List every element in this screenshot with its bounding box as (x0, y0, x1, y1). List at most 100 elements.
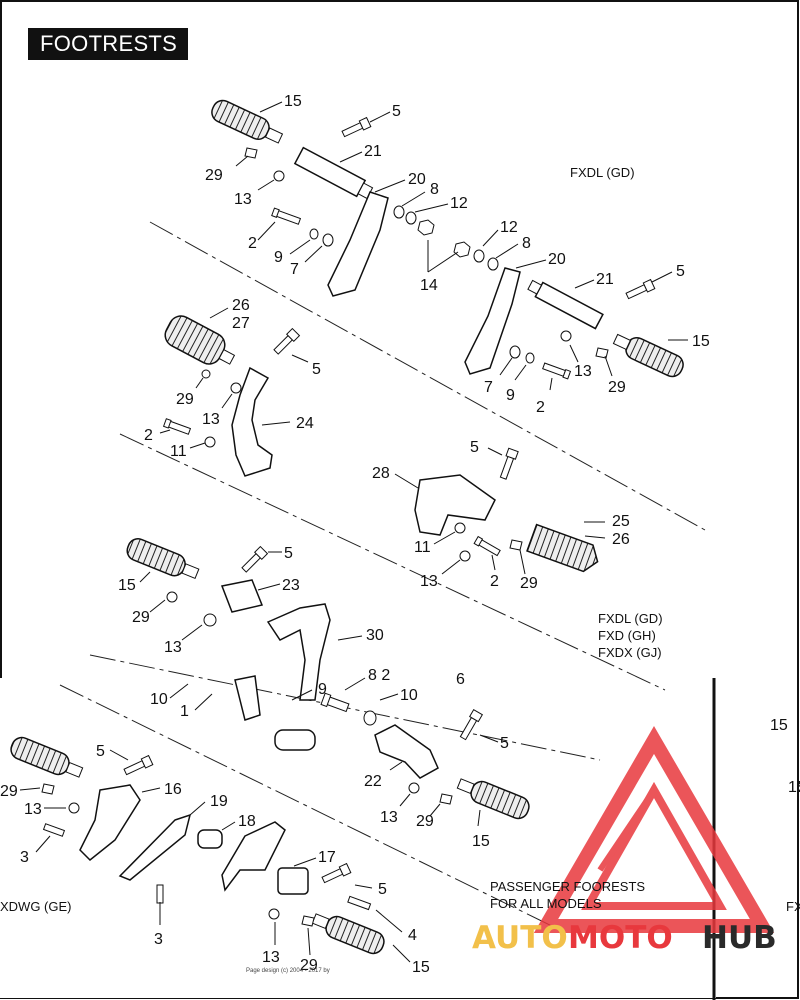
washer-29-top-left (244, 147, 258, 159)
footpeg-15-lower-center (311, 913, 385, 955)
bolt-2-middle-right (473, 535, 501, 557)
nut-14-top-right (453, 241, 471, 258)
callout-29-b: 29 (608, 379, 626, 396)
callout-26-b: 26 (612, 531, 630, 548)
callout-7-a: 7 (290, 261, 299, 278)
bolt-3-lower-left-a (42, 823, 66, 837)
callout-30: 30 (366, 627, 384, 644)
bolt-2-middle-left (162, 418, 192, 435)
watermark-logo (533, 726, 775, 933)
nut-13-top-left (273, 170, 285, 182)
callout-5-g: 5 (96, 743, 105, 760)
callout-15-edge: 15 (770, 717, 788, 734)
callout-29-e: 29 (132, 609, 150, 626)
callout-10-a: 10 (150, 691, 168, 708)
passenger-note-line-2: FOR ALL MODELS (490, 896, 602, 911)
washer-29-top-right (595, 347, 609, 359)
callout-29-d: 29 (520, 575, 538, 592)
callout-5-d: 5 (470, 439, 479, 456)
callout-11-b: 11 (414, 539, 431, 556)
callout-29-a: 29 (205, 167, 223, 184)
callout-21-a: 21 (364, 143, 382, 160)
washer-9-top-left (309, 228, 319, 240)
callout-27: 27 (232, 315, 250, 332)
bolt-5-lower-left (123, 754, 154, 776)
callout-15-c: 15 (118, 577, 136, 594)
nut-13-lower-middle (203, 613, 217, 627)
clevis-21-top-left (293, 146, 374, 200)
washer-7-top-right (509, 345, 521, 359)
callout-9-b: 9 (506, 387, 515, 404)
callout-13-b: 13 (574, 363, 592, 380)
washer-29-lower-right (439, 793, 453, 805)
callout-13-h: 13 (262, 949, 280, 966)
washer-12-top-left (405, 211, 417, 225)
callout-16: 16 (164, 781, 182, 798)
callout-13-d: 13 (420, 573, 438, 590)
bolt-5-lower-right (459, 708, 484, 741)
watermark-moto: MOTO (568, 920, 673, 956)
footpeg-15-top-right (612, 333, 684, 378)
callout-7-b: 7 (484, 379, 493, 396)
callout-14: 14 (420, 277, 438, 294)
bolt-5-top-right (625, 278, 656, 300)
link-19-lower-left (118, 813, 192, 881)
nut-13-lower-center (268, 908, 280, 920)
callout-29-f: 29 (416, 813, 434, 830)
bolt-5-lower-middle (241, 545, 269, 573)
callout-3-a: 3 (20, 849, 29, 866)
nut-13-top-right (560, 330, 572, 342)
callout-13-c: 13 (202, 411, 220, 428)
callout-2-a: 2 (248, 235, 257, 252)
callout-4: 4 (408, 927, 417, 944)
callout-25: 25 (612, 513, 630, 530)
callout-6: 6 (456, 671, 465, 688)
callout-29-g: 29 (0, 783, 18, 800)
bolt-3-lower-left-b (156, 884, 164, 904)
callout-8-a: 8 (430, 181, 439, 198)
footpeg-15-lower-right (456, 778, 530, 820)
callout-13-g: 13 (24, 801, 42, 818)
bracket-20-top-right (464, 267, 521, 375)
bolt-5-lower-left-b (321, 862, 352, 884)
washer-11-middle-right (454, 522, 466, 534)
washer-11-middle-left (204, 436, 216, 448)
callout-2-b: 2 (536, 399, 545, 416)
washer-9-top-right (525, 352, 535, 364)
callout-22: 22 (364, 773, 382, 790)
model-label-middle-list: FXDL (GD) FXD (GH) FXDX (GJ) (598, 610, 663, 661)
callout-9-c: 9 (318, 681, 327, 698)
washer-10-lower-right (363, 710, 377, 726)
bolt-5-top-left (341, 116, 372, 138)
callout-24: 24 (296, 415, 314, 432)
washer-8-top-left (393, 205, 405, 219)
washer-29-lower-middle (166, 591, 178, 603)
footpeg-15-top-left (211, 99, 284, 144)
bolt-10-lower-right (320, 692, 350, 713)
callout-28: 28 (372, 465, 390, 482)
callout-21-b: 21 (596, 271, 614, 288)
nut-13-middle-right (459, 550, 471, 562)
callout-29-c: 29 (176, 391, 194, 408)
washer-7-top-left (322, 233, 334, 247)
watermark-wordmark: AUTO MOTO HUB (472, 920, 777, 956)
footpeg-15-lower-left (10, 736, 84, 778)
callout-13-a: 13 (234, 191, 252, 208)
passenger-note: PASSENGER FOORESTS FOR ALL MODELS (490, 878, 645, 912)
callout-20-b: 20 (548, 251, 566, 268)
nut-13-middle-left (230, 382, 242, 394)
footpeg-15-lower-middle (126, 538, 200, 580)
callout-10-b: 10 (400, 687, 418, 704)
callout-15-edge-b: 15 (788, 779, 800, 796)
callout-13-f: 13 (380, 809, 398, 826)
callout-5-e: 5 (284, 545, 293, 562)
callout-19: 19 (210, 793, 228, 810)
arm-30-lower-middle (266, 603, 331, 701)
callout-2-edge: 2 (798, 779, 800, 796)
bracket-24-middle-left (231, 366, 273, 477)
callout-12-b: 12 (500, 219, 518, 236)
bracket-20-top-left (327, 191, 389, 297)
callout-1: 1 (180, 703, 189, 720)
